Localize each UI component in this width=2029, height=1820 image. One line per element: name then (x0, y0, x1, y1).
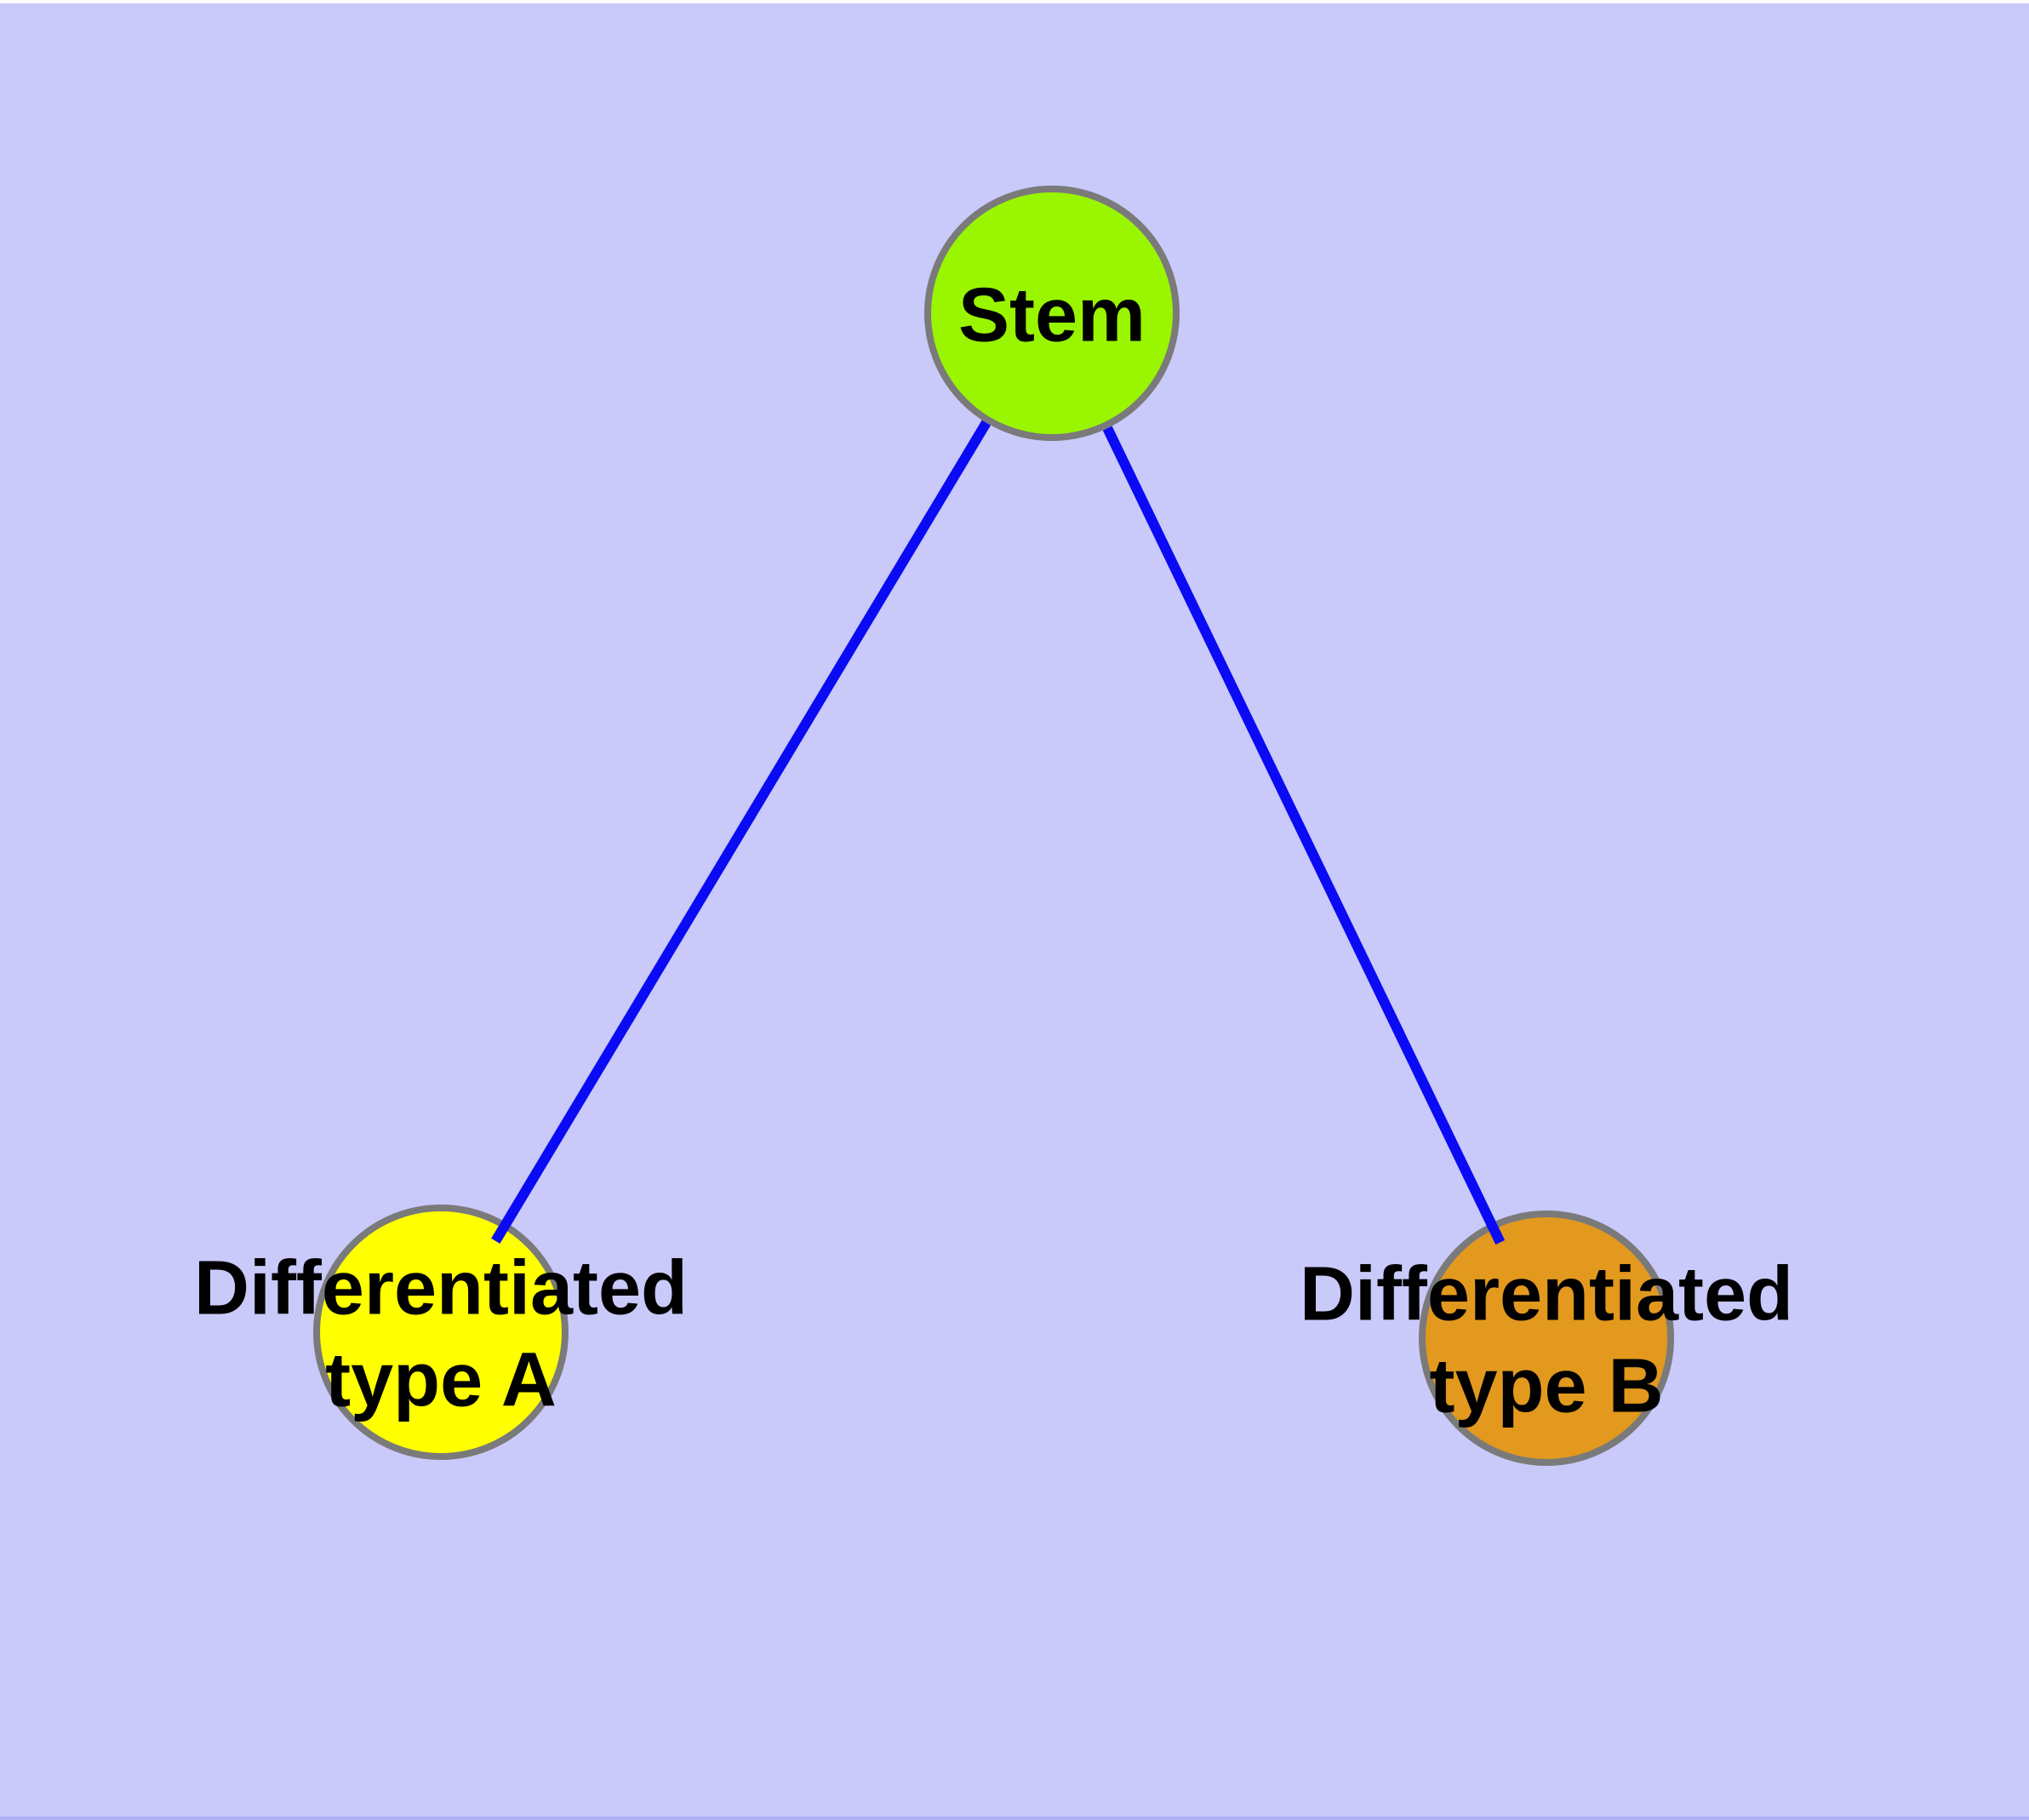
node-label-line: type B (1429, 1344, 1663, 1429)
bottom-device-edge (0, 1817, 2029, 1820)
node-label-line: Differentiated (194, 1246, 688, 1331)
node-stem (924, 186, 1180, 441)
node-label-stem: Stem (958, 273, 1146, 358)
node-label-line: Differentiated (1300, 1252, 1793, 1337)
edge-stem-to-differentiated-type-a (491, 420, 991, 1244)
node-label-line: type A (325, 1338, 557, 1423)
node-differentiated-type-a (313, 1205, 569, 1460)
top-device-edge (0, 0, 2029, 3)
node-differentiated-type-b (1419, 1210, 1674, 1466)
edge-stem-to-differentiated-type-b (1102, 426, 1506, 1245)
node-label-line: Stem (958, 273, 1146, 358)
